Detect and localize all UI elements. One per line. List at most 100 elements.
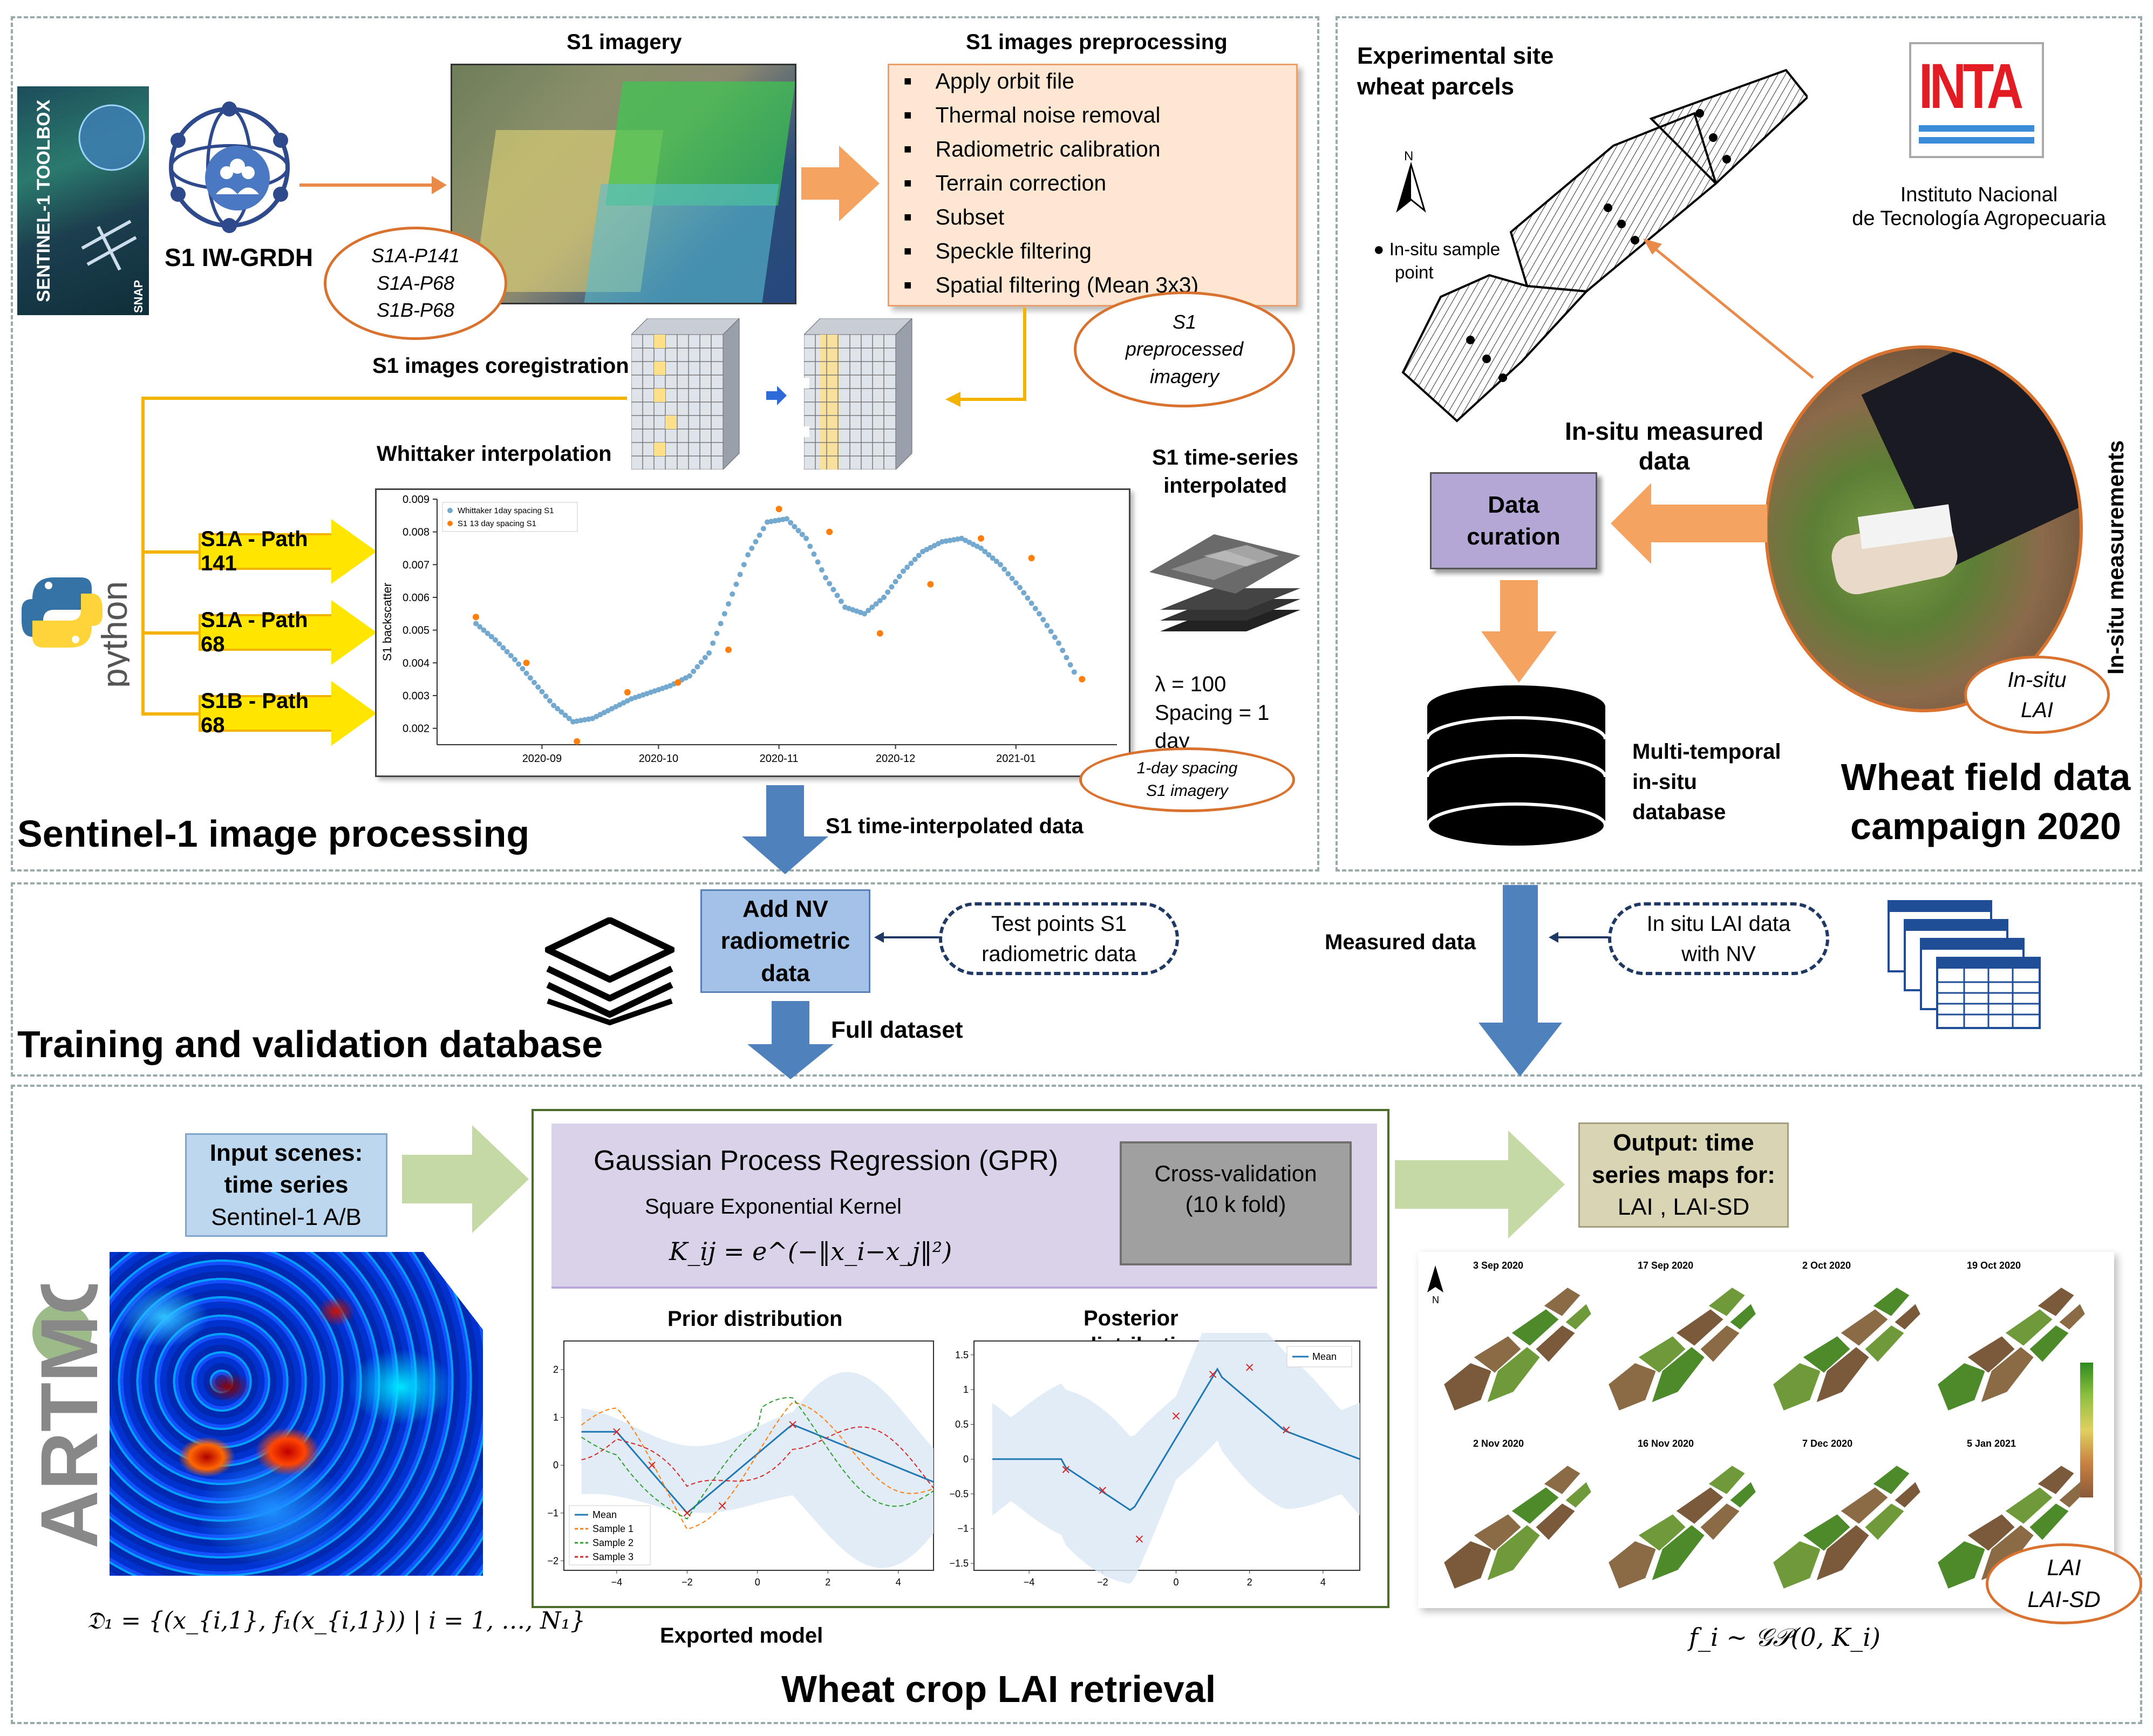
parcel-shape bbox=[1871, 1464, 1911, 1496]
x-tick-label: −2 bbox=[682, 1577, 693, 1588]
posterior-data-marker bbox=[1209, 1371, 1217, 1378]
toolbox-text: SENTINEL-1 TOOLBOX bbox=[33, 99, 54, 302]
posterior-data-marker bbox=[1062, 1466, 1069, 1473]
whittaker-point bbox=[527, 675, 533, 681]
parcel-shape bbox=[1486, 1523, 1542, 1582]
whittaker-point bbox=[1021, 590, 1027, 596]
prior-legend-label: Sample 2 bbox=[592, 1537, 633, 1548]
parcel-shape bbox=[1564, 1480, 1593, 1509]
parcel-shape bbox=[2004, 1308, 2054, 1347]
legend-label: Whittaker 1day spacing S1 bbox=[458, 506, 554, 515]
whittaker-point bbox=[488, 634, 494, 639]
satellite-icon: SENTINEL-1 TOOLBOX SNAP bbox=[33, 99, 145, 313]
y-tick-label: 0.008 bbox=[403, 527, 430, 539]
parcel-shape bbox=[1839, 1308, 1890, 1347]
small-blue-arrow-icon bbox=[766, 386, 787, 405]
whittaker-point bbox=[1001, 566, 1007, 572]
whittaker-point bbox=[721, 611, 727, 617]
prior-legend-label: Mean bbox=[592, 1509, 617, 1520]
whittaker-point bbox=[718, 621, 724, 627]
whittaker-point bbox=[698, 659, 704, 665]
whittaker-point bbox=[885, 589, 891, 595]
prior-data-marker bbox=[789, 1421, 796, 1428]
prior-mean-line bbox=[581, 1424, 934, 1514]
lai-colorbar bbox=[2080, 1363, 2093, 1497]
map-date-label: 2 Nov 2020 bbox=[1473, 1438, 1524, 1449]
parcel-shape bbox=[1863, 1324, 1906, 1364]
whittaker-point bbox=[834, 593, 840, 598]
parcel-shape bbox=[2004, 1486, 2054, 1526]
whittaker-point bbox=[1064, 655, 1069, 661]
preproc-step: Terrain correction bbox=[904, 168, 1198, 202]
whittaker-point bbox=[993, 559, 999, 564]
whittaker-point bbox=[827, 581, 833, 587]
whittaker-point bbox=[1056, 640, 1061, 646]
whittaker-point bbox=[687, 673, 692, 679]
sample-point bbox=[574, 738, 581, 745]
sample-point bbox=[978, 535, 984, 542]
prior-sample-2 bbox=[581, 1397, 934, 1520]
sample-point bbox=[826, 528, 833, 535]
parcel-shape bbox=[1607, 1540, 1658, 1590]
posterior-data-marker bbox=[1135, 1535, 1143, 1543]
whittaker-point bbox=[998, 562, 1003, 568]
parcel-shape bbox=[1801, 1513, 1852, 1553]
map-date-label: 19 Oct 2020 bbox=[1967, 1260, 2021, 1271]
whittaker-point bbox=[562, 712, 568, 718]
parcel-shape bbox=[1510, 1308, 1561, 1347]
posterior-data-marker bbox=[1246, 1364, 1253, 1371]
parcel-shape bbox=[1893, 1480, 1922, 1509]
y-tick-label: 0 bbox=[963, 1454, 969, 1465]
whittaker-point bbox=[990, 555, 996, 561]
whittaker-point bbox=[815, 559, 821, 565]
output-box: Output: time series maps for: LAI , LAI-… bbox=[1578, 1122, 1789, 1228]
y-tick-label: −2 bbox=[547, 1555, 558, 1566]
arrow-down-measured bbox=[1479, 885, 1562, 1077]
whittaker-point bbox=[753, 539, 759, 544]
parcel-shape bbox=[1472, 1335, 1523, 1374]
whittaker-point bbox=[838, 598, 844, 604]
lai-map-thumbnail bbox=[1936, 1286, 2087, 1412]
x-tick-label: 2020-10 bbox=[639, 753, 678, 765]
parcel-shape bbox=[1839, 1486, 1890, 1526]
x-tick-label: 0 bbox=[1174, 1577, 1179, 1588]
whittaker-point bbox=[1009, 575, 1015, 581]
prior-title: Prior distribution bbox=[667, 1307, 843, 1331]
whittaker-point bbox=[714, 630, 720, 636]
whittaker-point bbox=[873, 601, 879, 607]
arrow-photo-to-curation bbox=[1611, 483, 1767, 564]
sample-point bbox=[624, 689, 631, 696]
svg-text:ARTMO: ARTMO bbox=[24, 1284, 108, 1549]
exported-model-label: Exported model bbox=[660, 1624, 823, 1648]
whittaker-point bbox=[1025, 595, 1031, 601]
posterior-data-marker bbox=[1172, 1412, 1180, 1420]
whittaker-point bbox=[520, 666, 526, 672]
whittaker-point bbox=[493, 637, 498, 643]
lai-map-thumbnail bbox=[1607, 1286, 1757, 1412]
field-photo-circle bbox=[1764, 345, 2083, 712]
parcel-shape bbox=[1772, 1361, 1822, 1412]
parcel-shape bbox=[1863, 1502, 1906, 1542]
whittaker-point bbox=[496, 641, 502, 647]
prior-legend-label: Sample 1 bbox=[592, 1523, 633, 1534]
whittaker-point bbox=[477, 624, 483, 630]
parcel-shape bbox=[2028, 1324, 2070, 1364]
python-text: python bbox=[94, 581, 130, 688]
parcel-shape bbox=[1564, 1302, 1593, 1331]
parcel-shape bbox=[1637, 1335, 1687, 1374]
y-tick-label: 0.009 bbox=[403, 494, 430, 506]
parcel-shape bbox=[1674, 1486, 1725, 1526]
y-tick-label: 0.007 bbox=[403, 559, 430, 571]
x-tick-label: 2 bbox=[825, 1577, 830, 1588]
preproc-title: S1 images preprocessing bbox=[966, 30, 1228, 54]
map-date-label: 2 Oct 2020 bbox=[1802, 1260, 1851, 1271]
whittaker-point bbox=[757, 532, 762, 538]
sample-point bbox=[876, 630, 883, 637]
whittaker-point bbox=[741, 562, 747, 568]
y-tick-label: 0.5 bbox=[955, 1419, 969, 1430]
